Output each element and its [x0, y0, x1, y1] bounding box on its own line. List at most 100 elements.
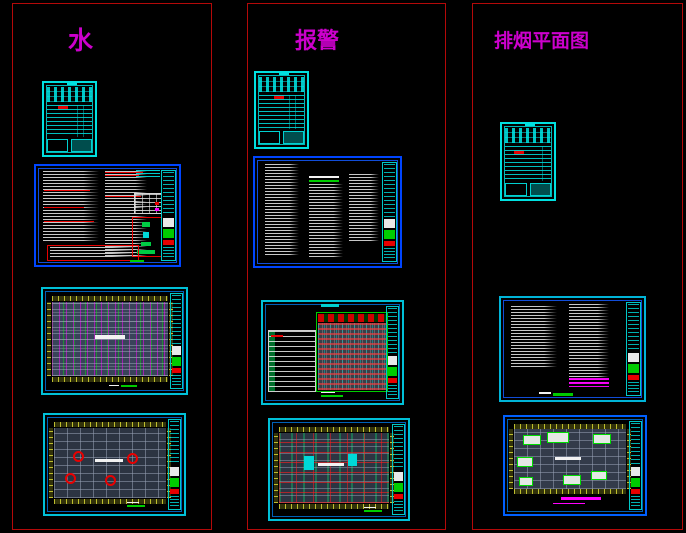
strip-text — [163, 247, 174, 259]
green-symbol — [142, 222, 150, 227]
dimension-band-bottom — [52, 377, 168, 382]
exhaust-zone-box — [547, 432, 569, 443]
corridor-bar — [555, 457, 581, 460]
plan-inner-frame — [507, 419, 643, 512]
note-highlight-frame — [47, 245, 139, 261]
strip-stamp — [631, 467, 640, 476]
sheet-smoke-title-form[interactable] — [500, 122, 556, 201]
notes-text-column — [511, 306, 557, 368]
red-note-line — [105, 196, 141, 197]
corridor-bar — [95, 335, 125, 339]
footer-box — [47, 139, 68, 152]
diagram-body — [318, 323, 386, 390]
strip-stamp — [388, 356, 397, 365]
diagram-header-red-blocks — [318, 314, 386, 322]
exhaust-zone-box — [563, 475, 581, 485]
group-title-smoke: 排烟平面图 — [494, 30, 590, 52]
red-riser-mark — [105, 475, 116, 486]
notes-text-column — [265, 164, 299, 256]
cyan-zone-patch — [348, 454, 357, 466]
sheet-alarm-system-diagram[interactable] — [261, 300, 404, 405]
red-heading-line — [105, 172, 143, 173]
strip-text — [628, 304, 639, 351]
title-block-strip — [392, 424, 405, 515]
sheet-smoke-notes[interactable] — [499, 296, 646, 402]
strip-stamp — [384, 219, 395, 228]
dimension-band-top — [54, 422, 166, 427]
scale-bar-green — [553, 393, 573, 396]
group-title-alarm: 报警 — [295, 29, 340, 54]
form-tab — [278, 72, 289, 75]
red-riser-mark — [127, 453, 138, 464]
strip-red — [631, 489, 640, 494]
exhaust-zone-box — [591, 471, 607, 480]
cyan-zone-patch — [304, 456, 314, 470]
form-footer-boxes — [259, 131, 304, 144]
footer-box — [505, 183, 527, 196]
strip-text — [384, 248, 395, 260]
strip-text — [394, 426, 403, 470]
title-block-strip — [170, 293, 183, 389]
scale-bar-white — [539, 392, 551, 394]
sheet-water-notes[interactable] — [34, 164, 181, 267]
strip-green — [163, 229, 174, 238]
scale-bar-white — [321, 392, 335, 393]
notes-text-column — [43, 171, 99, 241]
red-note-line — [44, 207, 84, 208]
strip-stamp — [170, 467, 179, 476]
dimension-band-top — [279, 427, 389, 432]
footer-box — [71, 139, 92, 152]
exhaust-zone-box — [523, 435, 541, 445]
sheet-alarm-notes[interactable] — [253, 156, 402, 268]
title-block-strip — [168, 419, 181, 510]
sheet-top-label — [321, 304, 339, 307]
sheet-alarm-plan[interactable] — [268, 418, 410, 521]
scale-bar-white — [127, 502, 139, 503]
strip-green — [384, 230, 395, 239]
strip-green — [170, 478, 179, 487]
sheet-sprinkler-plan[interactable] — [43, 413, 186, 516]
strip-red — [384, 241, 395, 246]
form-rows — [505, 146, 551, 181]
title-block-strip — [386, 306, 399, 399]
scale-bar-green — [130, 260, 144, 262]
sheet-water-plan[interactable] — [41, 287, 188, 395]
device-legend-table — [268, 330, 316, 392]
corridor-bar — [95, 459, 123, 462]
exhaust-zone-box — [517, 457, 533, 467]
cyan-symbol — [143, 232, 149, 238]
sheet-water-title-form[interactable] — [42, 81, 97, 157]
strip-red — [172, 368, 181, 373]
sheet-smoke-plan[interactable] — [503, 415, 647, 516]
dimension-band-left — [49, 428, 53, 498]
plan-drawing-area — [279, 433, 389, 503]
plan-inner-frame — [272, 422, 406, 517]
strip-text — [631, 423, 640, 465]
plan-drawing-area — [52, 302, 168, 376]
strip-text — [170, 421, 179, 465]
group-frame-water: 水 — [12, 3, 212, 530]
notes-inner-frame — [257, 160, 398, 264]
strip-stamp — [394, 472, 403, 481]
dimension-band-right — [169, 302, 173, 376]
form-rows — [259, 95, 304, 129]
form-footer-boxes — [47, 139, 92, 152]
form-header-grid — [505, 128, 551, 143]
strip-green — [388, 367, 397, 376]
form-header-grid — [259, 77, 304, 92]
truck-symbol — [137, 250, 155, 254]
notes-text-column — [349, 174, 379, 242]
sheet-alarm-title-form[interactable] — [254, 71, 309, 149]
heading-bar-white — [309, 176, 339, 178]
magenta-note-lines — [569, 378, 609, 387]
notes-text-column — [309, 184, 343, 258]
dimension-band-right — [167, 428, 171, 498]
notes-text-column — [569, 304, 609, 384]
strip-text — [172, 375, 181, 387]
legend-caption — [136, 170, 160, 178]
plan-drawing-area — [54, 428, 166, 498]
strip-red — [163, 240, 174, 245]
form-rows — [47, 105, 92, 137]
strip-red — [628, 375, 639, 380]
